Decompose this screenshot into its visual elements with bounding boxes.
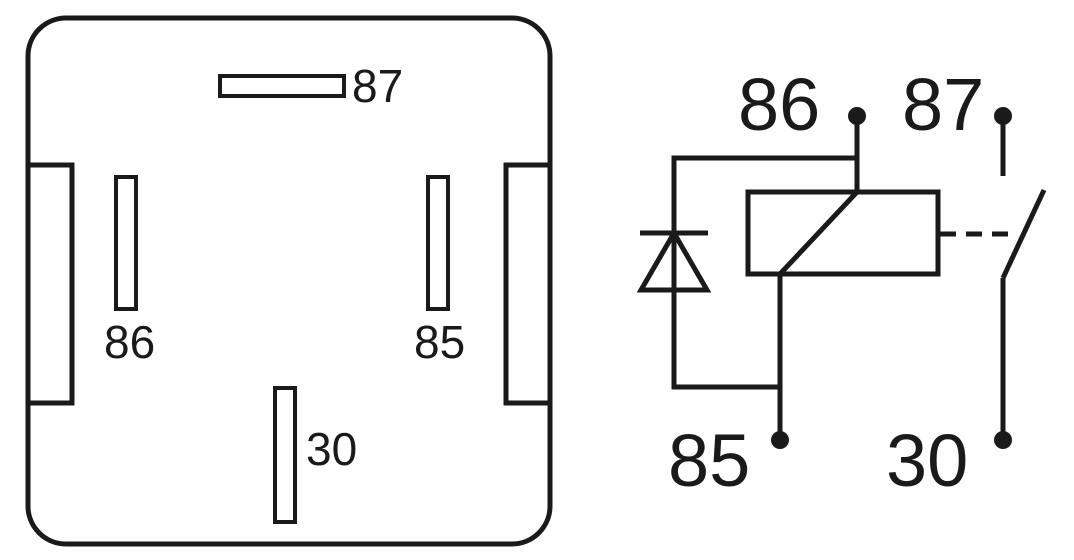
pin-87-blade xyxy=(218,74,346,98)
pin-86-label: 86 xyxy=(104,316,155,368)
terminal-85-label: 85 xyxy=(668,419,750,502)
pin-85-blade xyxy=(426,175,450,311)
relay-coil xyxy=(745,189,941,277)
terminal-86-label: 86 xyxy=(738,63,820,146)
pin-30-blade xyxy=(273,386,297,524)
terminal-30-label: 30 xyxy=(886,419,968,502)
coil-diagonal xyxy=(778,190,859,276)
relay-schematic: 86 87 85 30 xyxy=(636,63,1047,502)
relay-footprint: 87 86 85 30 xyxy=(25,15,553,547)
diode-triangle xyxy=(636,228,712,293)
wire-86-to-diode xyxy=(671,155,857,390)
pin-85-label: 85 xyxy=(414,316,465,368)
pin-86-blade xyxy=(114,175,138,311)
pin-87-label: 87 xyxy=(352,60,403,112)
pin-30-label: 30 xyxy=(306,423,357,475)
left-mounting-tab xyxy=(25,162,75,406)
switch-arm xyxy=(1000,188,1047,280)
right-mounting-tab xyxy=(503,162,553,406)
terminal-87-label: 87 xyxy=(902,63,984,146)
